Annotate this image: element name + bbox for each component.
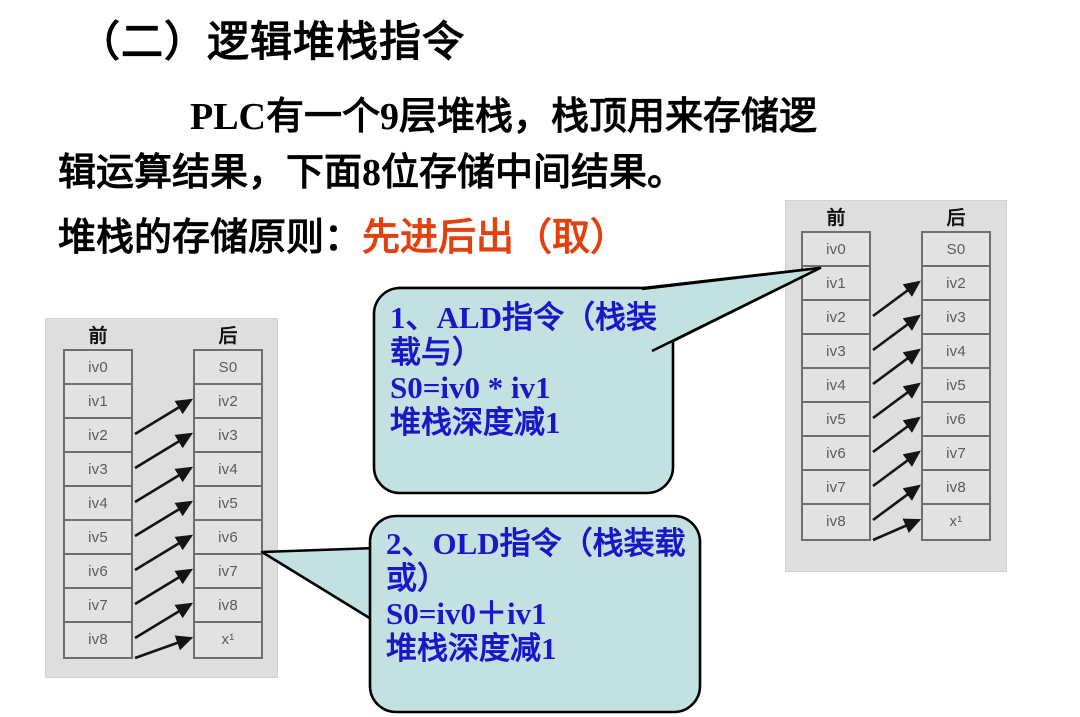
stack-right-header-before: 前 xyxy=(826,208,846,229)
principle-value: 先进后出（取） xyxy=(362,217,629,259)
stack-cell: iv1 xyxy=(803,267,869,301)
stack-cell: iv4 xyxy=(65,487,131,521)
stack-cell: iv6 xyxy=(803,437,869,471)
stack-cell: iv2 xyxy=(923,267,989,301)
stack-cell: iv3 xyxy=(65,453,131,487)
stack-left-header-after: 后 xyxy=(218,326,238,347)
stack-cell: iv2 xyxy=(195,385,261,419)
stack-cell: iv8 xyxy=(826,513,846,530)
principle-line: 堆栈的存储原则：先进后出（取） xyxy=(58,206,628,261)
callout-ald-shape xyxy=(372,266,822,495)
stack-figure-left: 前 后 iv0 iv1 iv2 iv3 iv4 iv5 iv6 iv7 iv8 … xyxy=(45,318,278,678)
stack-cell: iv2 xyxy=(65,419,131,453)
stack-cell: x¹ xyxy=(221,631,235,648)
stack-cell: iv5 xyxy=(923,369,989,403)
body-line-2: 辑运算结果，下面8位存储中间结果。 xyxy=(58,152,686,194)
stack-cell: iv6 xyxy=(65,555,131,589)
stack-cell: iv3 xyxy=(195,419,261,453)
callout-old[interactable]: 2、OLD指令（栈装载 或） S0=iv0＋iv1 堆栈深度减1 xyxy=(258,512,708,717)
stack-left-header-before: 前 xyxy=(88,326,108,347)
stack-figure-right: 前 后 iv0 iv1 iv2 iv3 iv4 iv5 iv6 iv7 iv8 … xyxy=(785,200,1007,572)
stack-cell: iv7 xyxy=(65,589,131,623)
stack-cell: x¹ xyxy=(949,513,963,530)
stack-cell: S0 xyxy=(923,233,989,267)
stack-cell: iv5 xyxy=(803,403,869,437)
stack-cell: iv7 xyxy=(803,471,869,505)
stack-cell: iv1 xyxy=(65,385,131,419)
stack-cell: iv8 xyxy=(195,589,261,623)
stack-cell: iv6 xyxy=(923,403,989,437)
callout-old-text: 2、OLD指令（栈装载 或） S0=iv0＋iv1 堆栈深度减1 xyxy=(386,526,686,667)
principle-label: 堆栈的存储原则： xyxy=(58,217,363,259)
stack-right-column-before: iv0 iv1 iv2 iv3 iv4 iv5 iv6 iv7 iv8 xyxy=(801,231,871,541)
stack-cell: iv4 xyxy=(803,369,869,403)
stack-right-column-after: S0 iv2 iv3 iv4 iv5 iv6 iv7 iv8 x¹ xyxy=(921,231,991,541)
body-line-1: PLC有一个9层堆栈，栈顶用来存储逻 xyxy=(190,96,818,138)
page-title: （二）逻辑堆栈指令 xyxy=(78,20,466,66)
stack-cell: iv6 xyxy=(195,521,261,555)
stack-cell: iv7 xyxy=(195,555,261,589)
stack-right-header-after: 后 xyxy=(946,208,966,229)
callout-ald-text: 1、ALD指令（栈装 载与） S0=iv0 * iv1 堆栈深度减1 xyxy=(390,300,657,441)
stack-cell: iv8 xyxy=(923,471,989,505)
stack-cell: iv8 xyxy=(88,631,108,648)
stack-cell: iv4 xyxy=(923,335,989,369)
stack-cell: iv0 xyxy=(803,233,869,267)
stack-cell: S0 xyxy=(195,351,261,385)
stack-left-column-before: iv0 iv1 iv2 iv3 iv4 iv5 iv6 iv7 iv8 xyxy=(63,349,133,659)
stack-cell: iv3 xyxy=(803,335,869,369)
stack-cell: iv5 xyxy=(195,487,261,521)
stack-cell: iv7 xyxy=(923,437,989,471)
stack-cell: iv3 xyxy=(923,301,989,335)
stack-cell: iv5 xyxy=(65,521,131,555)
stack-cell: iv4 xyxy=(195,453,261,487)
stack-left-column-after: S0 iv2 iv3 iv4 iv5 iv6 iv7 iv8 x¹ xyxy=(193,349,263,659)
callout-ald[interactable]: 1、ALD指令（栈装 载与） S0=iv0 * iv1 堆栈深度减1 xyxy=(368,255,828,505)
stack-cell: iv2 xyxy=(803,301,869,335)
callout-old-shape xyxy=(260,514,702,714)
stack-cell: iv0 xyxy=(65,351,131,385)
